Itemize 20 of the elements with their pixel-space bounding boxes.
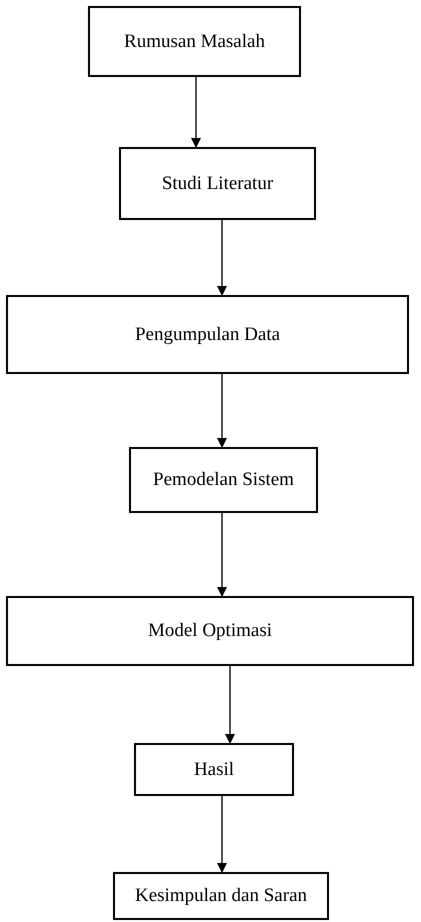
process-box	[129, 447, 318, 513]
step-label: Pengumpulan Data	[134, 324, 280, 346]
process-box	[134, 743, 294, 796]
step-label: Rumusan Masalah	[124, 30, 265, 52]
process-box	[113, 872, 329, 920]
arrow	[191, 77, 201, 148]
step-label: Kesimpulan dan Saran	[134, 885, 307, 907]
process-box	[6, 295, 409, 374]
process-box	[88, 6, 301, 77]
process-box	[6, 596, 414, 666]
arrow	[217, 220, 227, 296]
arrow	[217, 796, 227, 873]
step-label: Studi Literatur	[162, 172, 274, 194]
arrow	[217, 513, 227, 597]
step-label: Model Optimasi	[148, 620, 272, 642]
arrow	[225, 666, 235, 744]
process-box	[119, 147, 316, 220]
step-label: Hasil	[194, 758, 234, 780]
arrow	[217, 374, 227, 448]
step-label: Pemodelan Sistem	[153, 469, 294, 491]
